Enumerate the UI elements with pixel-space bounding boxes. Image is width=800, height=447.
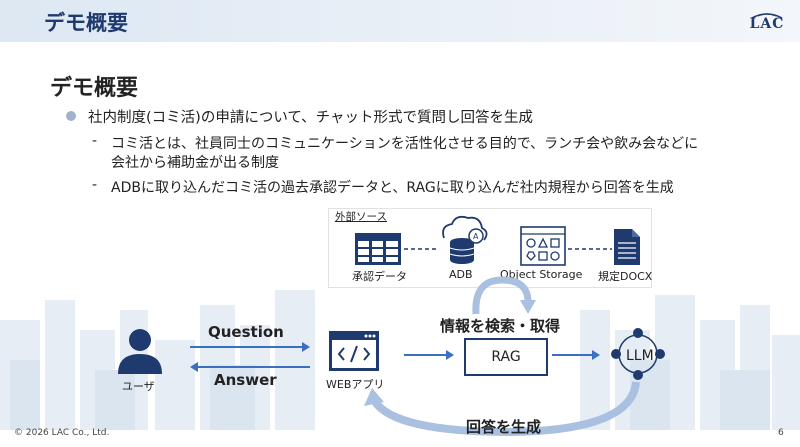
bullet-dot-icon <box>66 111 76 121</box>
slide-header: デモ概要 LAC <box>0 0 800 42</box>
sub-item-dash-2: - <box>92 177 98 193</box>
answer-label: Answer <box>214 371 277 389</box>
object-storage-label: Object Storage <box>500 268 583 281</box>
llm-label: LLM <box>626 348 654 364</box>
policy-docx-label: 規定DOCX <box>598 270 653 283</box>
web-to-rag-arrow-icon <box>404 350 454 360</box>
copyright: © 2026 LAC Co., Ltd. <box>14 428 110 438</box>
table-icon <box>355 233 401 265</box>
sub-item-dash-1: - <box>92 133 98 149</box>
logo-mark-icon <box>751 13 783 19</box>
dashed-connector-2 <box>568 248 612 250</box>
bullet-text: 社内制度(コミ活)の申請について、チャット形式で質問し回答を生成 <box>88 110 534 126</box>
object-storage-icon <box>520 226 566 266</box>
sub-item-1-line1: コミ活とは、社員同士のコミュニケーションを活性化させる目的で、ランチ会や飲み会な… <box>111 136 699 152</box>
lac-logo: LAC <box>744 8 790 38</box>
dashed-connector-1 <box>404 248 438 250</box>
llm-icon <box>611 328 665 380</box>
question-label: Question <box>208 323 284 341</box>
question-arrow-icon <box>190 342 310 352</box>
generate-answer-label: 回答を生成 <box>466 418 542 436</box>
sub-item-1-line2: 会社から補助金が出る制度 <box>111 155 279 171</box>
approval-data-label: 承認データ <box>352 270 407 283</box>
answer-arrow-icon <box>190 362 310 372</box>
adb-label: ADB <box>449 268 473 281</box>
rag-box: RAG <box>464 338 548 376</box>
page-title: デモ概要 <box>50 76 139 101</box>
retrieve-loop-arrow-icon <box>472 276 536 315</box>
generate-answer-loop-arrow-icon <box>364 381 640 437</box>
search-retrieve-label: 情報を検索・取得 <box>440 317 561 335</box>
page-number: 6 <box>778 428 784 438</box>
sub-item-2-line1: ADBに取り込んだコミ活の過去承認データと、RAGに取り込んだ社内規程から回答を… <box>111 180 674 196</box>
header-title: デモ概要 <box>44 11 128 35</box>
user-icon <box>118 329 162 374</box>
logo-text: LAC <box>749 16 785 32</box>
svg-text:A: A <box>473 232 479 241</box>
user-label: ユーザ <box>122 380 155 393</box>
web-app-icon <box>329 331 379 371</box>
rag-to-llm-arrow-icon <box>552 350 600 360</box>
web-app-label: WEBアプリ <box>326 378 385 391</box>
cityscape-background <box>0 290 800 430</box>
database-cloud-icon: A <box>442 215 488 264</box>
document-icon <box>614 229 640 265</box>
external-source-title: 外部ソース <box>335 211 387 223</box>
